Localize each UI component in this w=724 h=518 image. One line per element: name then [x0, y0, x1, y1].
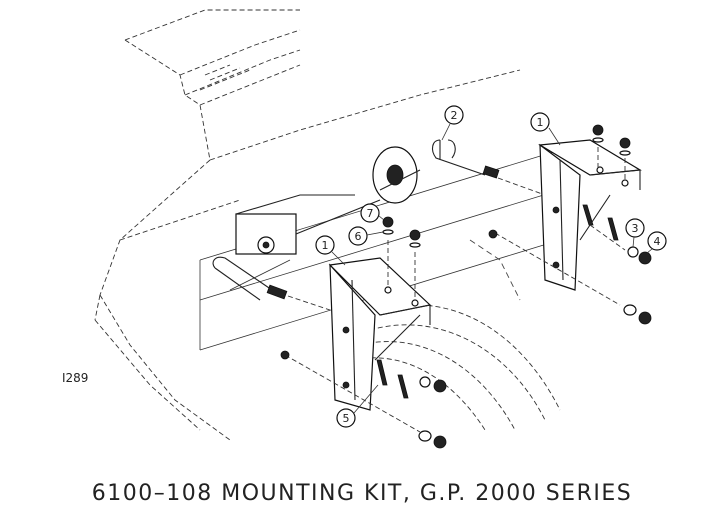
callout-label: 6	[355, 230, 362, 243]
callout-7: 7	[360, 203, 385, 223]
bolts-left	[280, 229, 498, 449]
callout-label: 4	[654, 235, 661, 248]
bolts-right	[494, 204, 652, 325]
callout-label: 5	[343, 412, 350, 425]
mounting-bracket-left	[328, 257, 432, 411]
mounting-bracket-right	[538, 139, 642, 291]
callout-5: 5	[336, 384, 379, 428]
drawing-id: I289	[62, 371, 88, 385]
callout-1-right: 1	[530, 112, 561, 146]
callout-label: 3	[632, 222, 639, 235]
callout-4: 4	[646, 231, 667, 254]
callout-3: 3	[625, 218, 645, 248]
callout-label: 1	[537, 116, 544, 129]
diagram-title: 6100–108 MOUNTING KIT, G.P. 2000 SERIES	[92, 481, 632, 506]
callout-1-left: 1	[315, 235, 346, 266]
u-bolt-lower	[212, 256, 331, 311]
callout-label: 7	[367, 207, 374, 220]
callout-6: 6	[348, 226, 384, 246]
vehicle-body-outline	[94, 9, 521, 441]
callout-2: 2	[441, 105, 464, 141]
spring-pivot-assembly	[235, 146, 421, 255]
callout-label: 2	[451, 109, 458, 122]
hardware-stack-right	[592, 124, 631, 180]
callout-label: 1	[322, 239, 329, 252]
u-bolt-item-2	[431, 139, 546, 196]
